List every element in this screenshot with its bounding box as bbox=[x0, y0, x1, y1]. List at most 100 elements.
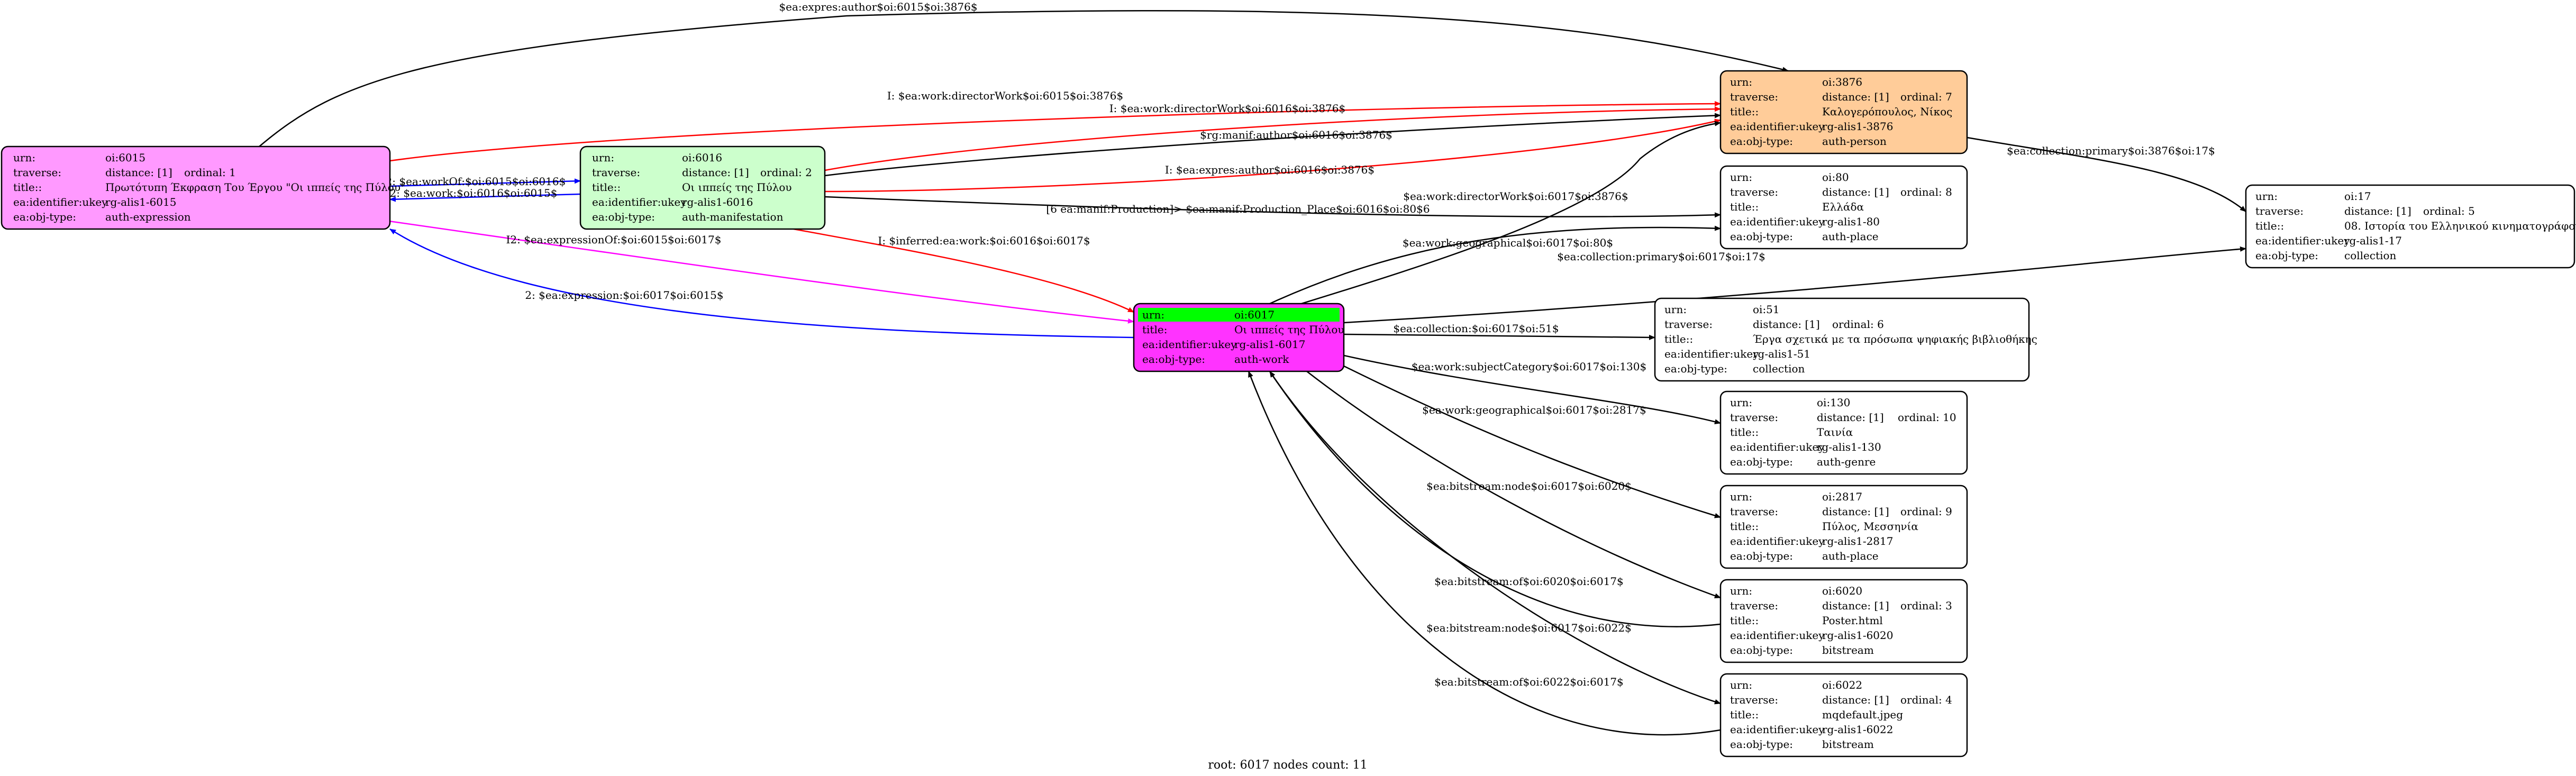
node-box bbox=[579, 145, 826, 230]
node-field-ordinal: ordinal: 5 bbox=[2423, 205, 2475, 217]
node-field-key: urn: bbox=[1730, 76, 1752, 88]
node-field-value: Ταινία bbox=[1817, 426, 1853, 439]
edge-label: I2: $ea:workOf:$oi:6015$oi:6016$ bbox=[381, 175, 566, 188]
node-field-value: rg-alis1-6020 bbox=[1822, 629, 1893, 642]
node-field-value: auth-manifestation bbox=[682, 211, 784, 223]
nodes-layer: urn: oi:6015 traverse: distance: [1] ordinal… bbox=[1, 70, 2576, 757]
node-field-key: ea:identifier:ukey bbox=[1730, 120, 1825, 133]
node-header-highlight bbox=[1138, 308, 1340, 322]
node-field-value: rg-alis1-17 bbox=[2344, 234, 2402, 247]
node-field-value: distance: [1] bbox=[1817, 411, 1884, 424]
edge-label: $ea:expres:author$oi:6015$oi:3876$ bbox=[779, 1, 977, 13]
node-field-key: traverse: bbox=[1730, 411, 1778, 424]
edge-label: I: $ea:work:directorWork$oi:6015$oi:3876… bbox=[887, 89, 1123, 102]
node-field-key: traverse: bbox=[592, 166, 640, 179]
node-field-value: rg-alis1-51 bbox=[1753, 348, 1810, 360]
edge-line bbox=[389, 193, 581, 202]
edge-label: $ea:collection:primary$oi:3876$oi:17$ bbox=[2007, 144, 2215, 157]
edge-line bbox=[389, 228, 1134, 339]
edge-label: $ea:work:directorWork$oi:6017$oi:3876$ bbox=[1403, 190, 1628, 203]
node-field-key: urn: bbox=[1730, 171, 1752, 184]
node-box bbox=[1719, 390, 1968, 475]
node-field-ordinal: ordinal: 1 bbox=[184, 166, 236, 179]
node-field-value: oi:130 bbox=[1817, 396, 1850, 409]
node-field-key: ea:obj-type: bbox=[1730, 644, 1793, 656]
node-field-key: urn: bbox=[592, 151, 614, 164]
edge-line bbox=[1343, 333, 1655, 340]
node-field-value: auth-work bbox=[1234, 353, 1289, 366]
node-field-value: bitstream bbox=[1822, 644, 1874, 656]
node-field-value: auth-person bbox=[1822, 135, 1887, 148]
node-field-value: rg-alis1-6015 bbox=[105, 196, 176, 208]
node-field-value: oi:17 bbox=[2344, 190, 2371, 203]
node-field-ordinal: ordinal: 3 bbox=[1900, 599, 1952, 612]
node-field-value: rg-alis1-3876 bbox=[1822, 120, 1893, 133]
node-field-value: Ελλάδα bbox=[1822, 200, 1864, 213]
node-field-value: oi:51 bbox=[1753, 303, 1780, 316]
node-field-key: title:: bbox=[1730, 614, 1759, 627]
node-field-key: title:: bbox=[1730, 200, 1759, 213]
edge-line bbox=[824, 118, 1721, 193]
node-field-value: rg-alis1-6016 bbox=[682, 196, 753, 208]
node-field-key: urn: bbox=[1664, 303, 1687, 316]
node-field-key: title:: bbox=[1730, 520, 1759, 533]
node-field-key: title:: bbox=[13, 181, 42, 194]
node-field-ordinal: ordinal: 4 bbox=[1900, 693, 1952, 706]
edge-label: I: $inferred:ea:work:$oi:6016$oi:6017$ bbox=[878, 234, 1090, 247]
node-field-value: Έργα σχετικά με τα πρόσωπα ψηφιακής βιβλ… bbox=[1753, 333, 2037, 345]
node-field-value: distance: [1] bbox=[1822, 693, 1889, 706]
node-field-value: distance: [1] bbox=[105, 166, 172, 179]
node-field-key: ea:obj-type: bbox=[592, 211, 655, 223]
node-field-value: mqdefault.jpeg bbox=[1822, 708, 1903, 721]
edge-label: $ea:bitstream:of$oi:6022$oi:6017$ bbox=[1434, 675, 1624, 688]
node-field-key: urn: bbox=[1730, 490, 1752, 503]
edge-label: $rg:manif:author$oi:6016$oi:3876$ bbox=[1200, 129, 1392, 141]
node-field-key: ea:identifier:ukey bbox=[1730, 215, 1825, 228]
node-field-ordinal: ordinal: 9 bbox=[1900, 505, 1952, 518]
node-field-ordinal: ordinal: 7 bbox=[1900, 90, 1952, 103]
node-field-value: oi:6016 bbox=[682, 151, 722, 164]
node-field-key: title:: bbox=[2255, 220, 2284, 232]
node-field-key: title:: bbox=[592, 181, 621, 194]
node-field-key: traverse: bbox=[1730, 90, 1778, 103]
node-field-value: auth-expression bbox=[105, 211, 191, 223]
node-box bbox=[1719, 70, 1968, 154]
edge-label: 2: $ea:work:$oi:6016$oi:6015$ bbox=[390, 187, 558, 199]
node-field-key: ea:obj-type: bbox=[1730, 738, 1793, 751]
node-field-key: traverse: bbox=[1730, 693, 1778, 706]
node-field-value: Poster.html bbox=[1822, 614, 1883, 627]
node-field-value: Οι ιππείς της Πύλου bbox=[1234, 323, 1344, 336]
node-field-value: distance: [1] bbox=[1822, 599, 1889, 612]
edge-line bbox=[1343, 354, 1721, 425]
node-field-key: ea:identifier:ukey bbox=[1730, 723, 1825, 736]
node-field-key: ea:obj-type: bbox=[13, 211, 76, 223]
edge-line bbox=[389, 101, 1721, 162]
node-field-key: urn: bbox=[2255, 190, 2278, 203]
node-field-key: urn: bbox=[13, 151, 35, 164]
edges-layer: $ea:expres:author$oi:6015$oi:3876$ I: $ea… bbox=[259, 1, 2246, 736]
node-field-key: title:: bbox=[1730, 105, 1759, 118]
node-field-value: oi:6015 bbox=[105, 151, 145, 164]
node-field-key: traverse: bbox=[1730, 505, 1778, 518]
footer-label: root: 6017 nodes count: 11 bbox=[1208, 759, 1367, 772]
node-field-key: traverse: bbox=[1730, 186, 1778, 198]
node-field-value: 08. Ιστορία του Ελληνικού κινηματογράφου bbox=[2344, 220, 2576, 232]
node-field-key: title:: bbox=[1730, 708, 1759, 721]
node-field-value: rg-alis1-6017 bbox=[1234, 338, 1305, 351]
node-field-value: Πύλος, Μεσσηνία bbox=[1822, 520, 1918, 533]
edge-line bbox=[793, 228, 1134, 313]
node-field-key: ea:identifier:ukey bbox=[1664, 348, 1759, 360]
edge-label: $ea:work:geographical$oi:6017$oi:2817$ bbox=[1422, 404, 1646, 416]
node-field-key: urn: bbox=[1730, 396, 1752, 409]
